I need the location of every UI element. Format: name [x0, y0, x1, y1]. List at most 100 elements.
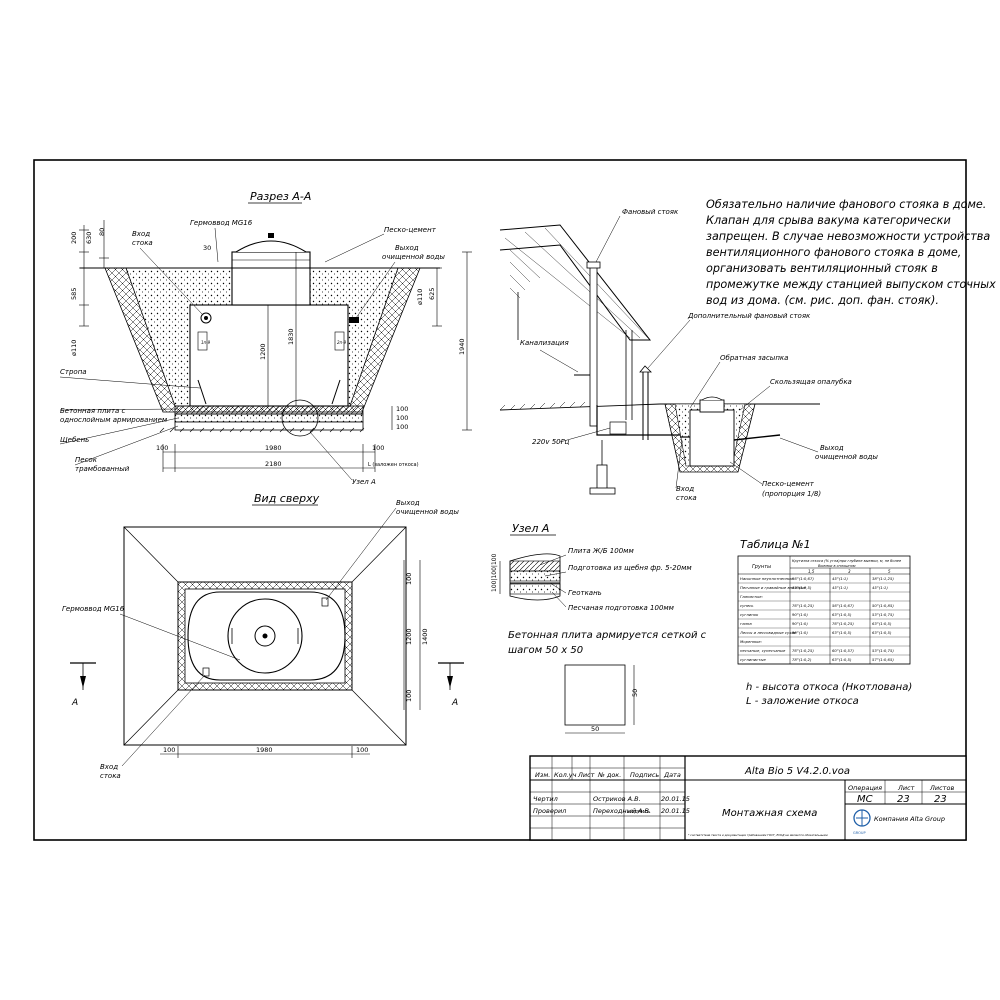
table-cell-slope: 63°(1:0,5) — [832, 630, 852, 635]
house-tank — [689, 409, 735, 467]
svg-text:шагом 50 х 50: шагом 50 х 50 — [508, 645, 583, 656]
svg-text:1200: 1200 — [259, 343, 267, 360]
svg-text:Переходный А.В.: Переходный А.В. — [593, 807, 651, 815]
svg-text:очищенной воды: очищенной воды — [815, 453, 878, 461]
svg-text:Крутизна откоса (% угла)при гл: Крутизна откоса (% угла)при глубине выем… — [792, 559, 901, 563]
extra-riser-label: Дополнительный фановый стояк — [687, 312, 811, 320]
table-cell-slope: 90°(1:0) — [792, 612, 808, 617]
svg-text:1980: 1980 — [265, 444, 282, 452]
section-outlet-label: Выход — [395, 244, 419, 252]
svg-text:L (заложен откоса): L (заложен откоса) — [368, 462, 419, 468]
svg-text:50: 50 — [631, 689, 639, 697]
table-title: Таблица №1 — [740, 538, 811, 551]
top-hatch-label: Гермоввод MG16 — [62, 605, 125, 613]
table-cell-soil: Песчаные и гравийные влажные — [740, 585, 806, 590]
sand-label: Песок — [75, 456, 98, 464]
svg-text:1п-9: 1п-9 — [201, 340, 211, 345]
svg-text:Геоткань: Геоткань — [568, 589, 602, 597]
svg-text:Операция: Операция — [848, 784, 882, 792]
tank-body — [189, 304, 349, 407]
top-outlet-label: Выход — [396, 499, 420, 507]
table-cell-slope: 50°(1:0,85) — [872, 603, 894, 608]
svg-text:23: 23 — [934, 794, 947, 805]
svg-text:организовать вентиляционный ст: организовать вентиляционный стояк в — [706, 262, 938, 275]
table-cell-slope: 45°(1:1) — [872, 585, 888, 590]
section-hatch-label: Гермоввод MG16 — [190, 219, 253, 227]
table-cell-slope: 63°(1:0,5) — [872, 630, 892, 635]
gravel-layer — [174, 413, 364, 423]
svg-text:Песчаная подготовка 100мм: Песчаная подготовка 100мм — [568, 604, 675, 612]
svg-text:3: 3 — [848, 569, 851, 574]
company-name: Компания Alta Group — [874, 815, 945, 823]
svg-text:Бетонная плита армируется сетк: Бетонная плита армируется сеткой с — [508, 630, 707, 641]
svg-text:очищенной воды: очищенной воды — [396, 508, 459, 516]
legend-l: L - заложение откоса — [746, 696, 859, 707]
legend-h: h - высота откоса (Hкотлована) — [746, 682, 912, 693]
section-inlet-label: Вход — [132, 230, 150, 238]
svg-text:630: 630 — [85, 232, 93, 244]
node-a-label: Узел А — [352, 478, 376, 486]
svg-text:1200: 1200 — [405, 628, 413, 645]
section-arrow-right: A — [451, 698, 458, 708]
svg-text:* соответствие текста и докуме: * соответствие текста и документации тре… — [688, 833, 828, 837]
svg-text:Лист: Лист — [897, 784, 915, 792]
table-cell-slope: 63°(1:0,5) — [792, 585, 812, 590]
table-cell-slope: 38°(1:1,25) — [872, 576, 894, 581]
svg-text:стока: стока — [132, 239, 153, 247]
title-block: Изм. Кол.уч Лист № док. Подпись Дата Чер… — [529, 755, 967, 841]
svg-text:100: 100 — [156, 444, 168, 452]
svg-text:625: 625 — [428, 288, 436, 300]
svg-text:очищенной воды: очищенной воды — [382, 253, 445, 261]
svg-text:100: 100 — [396, 414, 408, 422]
table-rows: Насыпные неуплотненные56°(1:0,67)45°(1:1… — [738, 576, 910, 665]
svg-text:20.01.15: 20.01.15 — [661, 795, 690, 803]
gravel-label: Щебень — [60, 436, 89, 444]
ventilation-note: Обязательно наличие фанового стояка в до… — [706, 198, 996, 307]
slab-label: Бетонная плита с — [60, 407, 126, 415]
svg-text:Плита Ж/Б 100мм: Плита Ж/Б 100мм — [568, 547, 634, 555]
table-cell-soil: суглинок — [740, 612, 759, 617]
svg-text:промежутке между станцией выпу: промежутке между станцией выпуском сточн… — [706, 278, 996, 291]
table-cell-slope: 78°(1:0,2) — [792, 657, 812, 662]
svg-text:100: 100 — [396, 423, 408, 431]
table-cell-slope: 60°(1:0,57) — [832, 648, 854, 653]
svg-text:80: 80 — [98, 228, 106, 236]
svg-text:200: 200 — [70, 232, 78, 244]
house-scheme: Фановый стояк Канализация 220v 50Гц Допо… — [499, 208, 878, 502]
sling-label: Стропа — [60, 368, 87, 376]
section-arrow-left: A — [71, 698, 78, 708]
table-cell-slope: 90°(1:0) — [792, 621, 808, 626]
svg-text:вентиляционного фанового стояк: вентиляционного фанового стояка в доме, — [706, 246, 961, 259]
table-cell-slope: 63°(1:0,5) — [832, 657, 852, 662]
section-title: Разрез А-А — [250, 190, 311, 203]
svg-text:Грунты: Грунты — [752, 564, 771, 570]
svg-text:23: 23 — [897, 794, 910, 805]
svg-text:1980: 1980 — [256, 746, 273, 754]
svg-text:№ док.: № док. — [597, 771, 621, 779]
top-view: Вид сверху 100 1200 1400 100 100 1980 10… — [62, 492, 464, 780]
table-cell-slope: 45°(1:1) — [832, 576, 848, 581]
signature: подпись — [628, 809, 650, 815]
svg-text:Подпись: Подпись — [630, 771, 659, 779]
table-cell-soil: песчаные, супесчаные — [740, 648, 786, 653]
mesh-cell — [564, 664, 626, 726]
table-cell-soil: суглинистые — [740, 657, 766, 662]
svg-text:ø110: ø110 — [70, 340, 78, 356]
table-cell-slope: 76°(1:0,25) — [792, 603, 814, 608]
svg-text:Кол.уч: Кол.уч — [554, 771, 577, 779]
svg-text:30: 30 — [203, 244, 211, 252]
svg-text:585: 585 — [70, 288, 78, 300]
fan-riser-label: Фановый стояк — [622, 208, 679, 216]
svg-text:Изм.: Изм. — [535, 771, 550, 779]
document-title: Монтажная схема — [722, 808, 817, 819]
svg-text:Проверил: Проверил — [533, 807, 566, 815]
svg-text:Обязательно наличие фанового с: Обязательно наличие фанового стояка в до… — [706, 198, 986, 211]
concrete-slab — [174, 405, 364, 415]
svg-text:50: 50 — [591, 725, 599, 733]
svg-text:Листов: Листов — [929, 784, 954, 792]
svg-text:100: 100 — [405, 690, 413, 702]
section-view: Разрез А-А 1п-9 2п-9 — [59, 190, 472, 486]
svg-text:2180: 2180 — [265, 460, 282, 468]
node-a-detail: Узел А 100|100|100 Плита Ж/Б 100мм Подго… — [491, 522, 707, 734]
